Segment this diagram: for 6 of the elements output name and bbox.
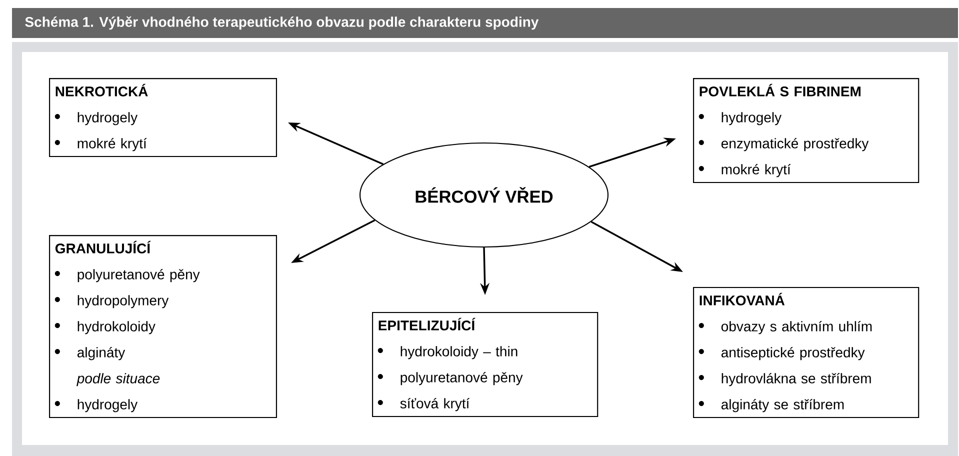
category-box: INFIKOVANÁ obvazy s aktivním uhlím antiseptické prostředky hydrovlákna se stříbrem algináty se stříbrem — [693, 287, 920, 418]
category-box: NEKROTICKÁ hydrogely mokré krytí — [49, 78, 278, 158]
category-box: EPITELIZUJÍCÍ hydrokoloidy – thin polyuretanové pěny síťová krytí — [372, 312, 598, 418]
category-box: GRANULUJÍCÍ polyuretanové pěny hydropolymery hydrokoloidy algináty podle situace hydrogely — [49, 235, 278, 418]
title-bar: Schéma 1. Výběr vhodného terapeutického obvazu podle charakteru spodiny — [12, 8, 958, 38]
category-box: POVLEKLÁ S FIBRINEM hydrogely enzymatické prostředky mokré krytí — [693, 78, 920, 184]
